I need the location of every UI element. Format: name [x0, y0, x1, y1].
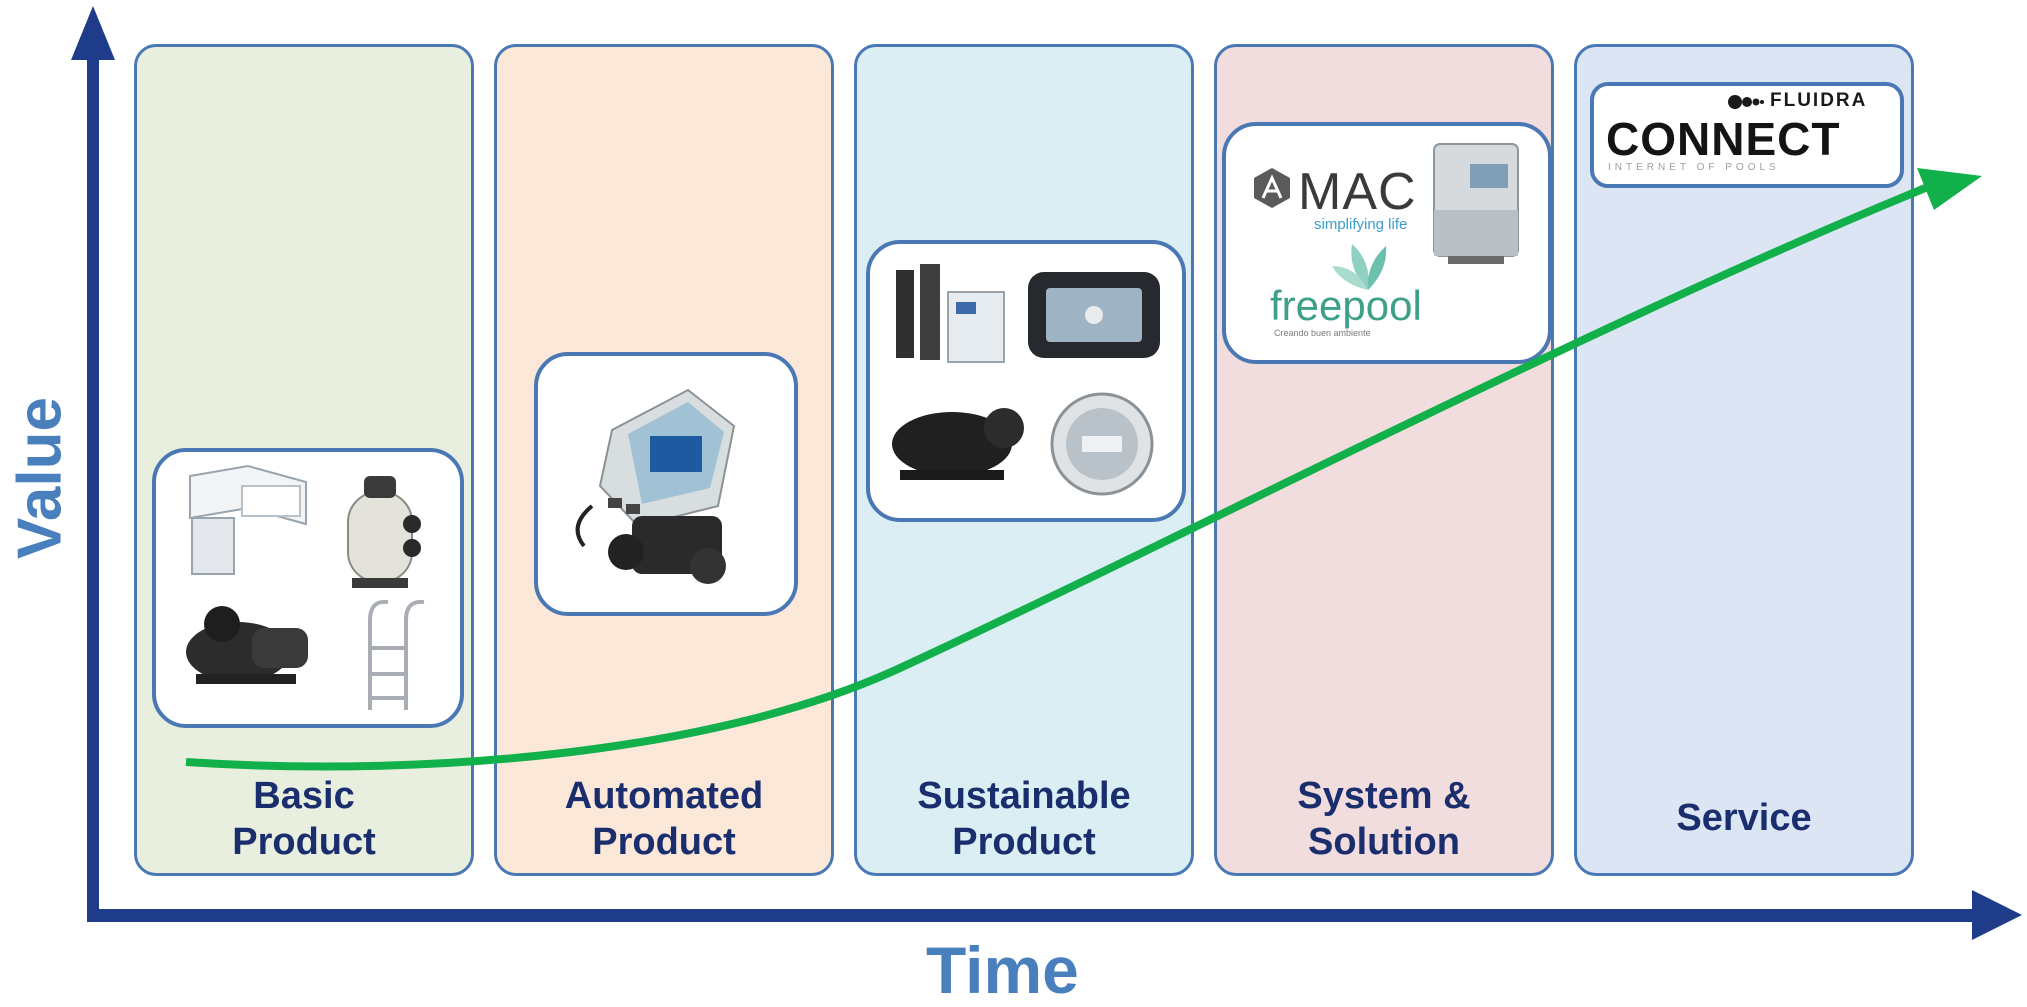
pool-pump-image — [186, 606, 308, 684]
stage-label-service: Service — [1676, 797, 1812, 839]
pool-ladder-image — [368, 599, 425, 710]
freepool-logo: freepool Creando buen ambiente — [1270, 236, 1440, 338]
automated-product-image-card — [534, 352, 798, 616]
freepool-logo-text: freepool — [1270, 282, 1422, 329]
led-light-image — [1050, 392, 1154, 496]
mac-logo: MAC simplifying life — [1250, 160, 1440, 233]
mac-tagline: simplifying life — [1314, 216, 1408, 233]
y-axis-arrow — [71, 6, 115, 922]
fluidra-logo: FLUIDRA — [1728, 90, 1888, 114]
pool-controller-image — [1028, 272, 1160, 358]
variable-speed-pump-image — [892, 408, 1024, 480]
fluidra-dots-icon — [1728, 95, 1764, 109]
freepool-tagline: Creando buen ambiente — [1274, 328, 1371, 338]
chlorinator-cells-image — [896, 264, 1005, 363]
y-axis-label: Value — [5, 397, 75, 559]
stage-label-automated-product: Automated Product — [564, 775, 764, 863]
skimmer-image — [189, 464, 307, 575]
automatic-valve-image — [575, 388, 736, 584]
connect-tagline: INTERNET OF POOLS — [1608, 162, 1780, 173]
mac-logo-text: MAC — [1298, 163, 1417, 221]
stage-label-sustainable-product: Sustainable Product — [917, 775, 1131, 863]
mac-mark-icon — [1254, 168, 1290, 208]
fluidra-logo-text: FLUIDRA — [1770, 90, 1868, 111]
stage-label-system-solution: System & Solution — [1297, 775, 1471, 863]
x-axis-label: Time — [926, 933, 1079, 1007]
basic-product-image-card — [152, 448, 464, 728]
stage-label-basic-product: Basic Product — [232, 775, 376, 863]
sand-filter-image — [347, 476, 421, 588]
sustainable-product-image-card — [866, 240, 1186, 522]
connect-logo-text: CONNECT — [1606, 113, 1841, 165]
